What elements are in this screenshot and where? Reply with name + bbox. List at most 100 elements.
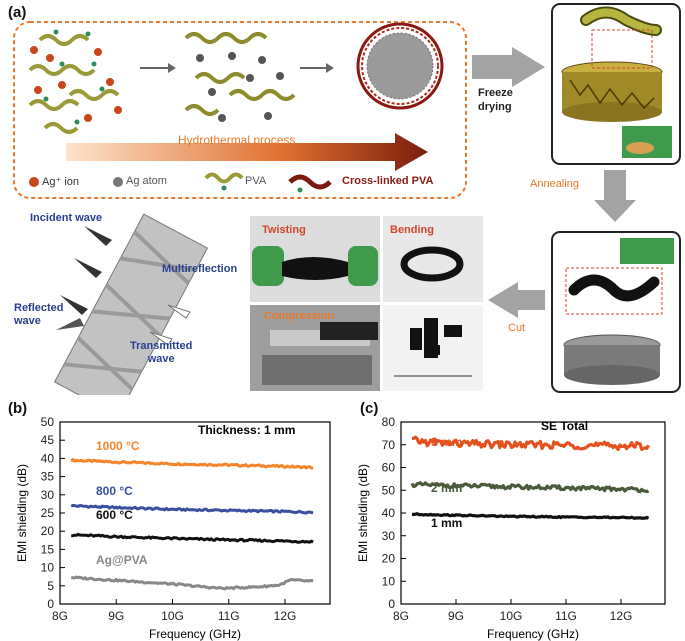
ag-ion-legend: Ag⁺ ion xyxy=(42,176,79,188)
crosslinked-particle xyxy=(356,22,444,110)
y-tick-label: 20 xyxy=(382,552,396,566)
fiber-highlight xyxy=(582,8,660,34)
pva-legend: PVA xyxy=(245,175,267,187)
ag-atom-dots xyxy=(196,52,284,122)
bending-label: Bending xyxy=(390,224,434,236)
wave-schematic xyxy=(53,213,209,395)
glove-photo-2 xyxy=(620,238,674,264)
series-label: 600 °C xyxy=(96,508,133,522)
chart-b-xlabel: Frequency (GHz) xyxy=(149,627,241,641)
schematic-panel-a xyxy=(13,3,681,395)
annealing-arrow xyxy=(594,170,636,222)
reflected-wave-label: Reflected wave xyxy=(14,302,64,327)
y-tick-label: 80 xyxy=(382,415,396,429)
multireflection-label: Multireflection xyxy=(162,263,238,275)
x-tick-label: 8G xyxy=(52,609,68,623)
series-line-1-mm xyxy=(411,512,650,520)
y-tick-label: 20 xyxy=(41,524,55,538)
y-tick-label: 40 xyxy=(41,451,55,465)
y-tick-label: 10 xyxy=(382,574,396,588)
annealing-label: Annealing xyxy=(530,178,579,190)
zoom-box-top xyxy=(591,29,653,69)
x-tick-label: 9G xyxy=(448,609,464,623)
series-label: Ag@PVA xyxy=(96,553,148,567)
y-tick-label: 70 xyxy=(382,438,396,452)
series-label: 3 mm xyxy=(431,435,462,449)
mechanical-photos xyxy=(250,216,483,391)
oh-groups xyxy=(43,29,105,125)
ag-ion-dots xyxy=(30,46,122,122)
aerogel-texture xyxy=(569,79,655,110)
twisting-label: Twisting xyxy=(262,224,306,236)
x-tick-label: 8G xyxy=(393,609,409,623)
y-tick-label: 15 xyxy=(41,542,55,556)
sample-disk xyxy=(626,142,654,154)
zoom-box-bottom xyxy=(565,267,663,315)
freeze-arrow xyxy=(472,47,545,87)
crosslinked-legend-oh xyxy=(297,187,303,193)
x-tick-label: 11G xyxy=(218,609,240,623)
ag-atom-legend-dot xyxy=(113,177,123,187)
series-line-600-c xyxy=(71,532,314,544)
process-arrow xyxy=(66,133,428,171)
ag-ion-legend-dot xyxy=(29,177,39,187)
cut-arrow xyxy=(488,282,545,318)
y-tick-label: 10 xyxy=(41,561,55,575)
compression-label: Compression xyxy=(264,310,335,322)
series-line-800-c xyxy=(70,503,314,515)
process-box xyxy=(13,21,467,199)
x-tick-label: 9G xyxy=(108,609,124,623)
ag-atom-legend: Ag atom xyxy=(126,175,167,187)
y-tick-label: 5 xyxy=(47,579,54,593)
panel-a-label: (a) xyxy=(8,4,27,21)
series-line-1000-c xyxy=(70,458,314,470)
transmitted-wave-label: Transmitted wave xyxy=(130,340,193,365)
y-tick-label: 0 xyxy=(388,597,395,611)
chart-b-ylabel: EMI shielding (dB) xyxy=(15,464,29,562)
series-line-ag-pva xyxy=(71,575,314,591)
freeze-drying-label: Freeze drying xyxy=(478,87,513,113)
series-line-2-mm xyxy=(410,481,650,494)
pva-legend-oh xyxy=(221,185,227,191)
y-tick-label: 0 xyxy=(47,597,54,611)
series-label: 2 mm xyxy=(431,481,462,495)
y-tick-label: 30 xyxy=(382,529,396,543)
arrow-1-head xyxy=(168,63,176,73)
stage2-pva-ag-atoms xyxy=(184,32,296,116)
x-tick-label: 12G xyxy=(610,609,633,623)
chart-c-ylabel: EMI shielding (dB) xyxy=(356,464,370,562)
pva-legend-symbol xyxy=(204,172,244,184)
cut-label: Cut xyxy=(508,322,526,334)
carbon-fiber xyxy=(568,274,660,302)
x-tick-label: 10G xyxy=(161,609,184,623)
carbon-bottom xyxy=(564,365,660,385)
crosslinked-legend-symbol xyxy=(288,174,332,190)
y-tick-label: 25 xyxy=(41,506,55,520)
y-tick-label: 50 xyxy=(41,415,55,429)
process-title: Hydrothermal process xyxy=(178,133,296,147)
aerogel-bottom xyxy=(562,102,662,122)
x-tick-label: 12G xyxy=(274,609,297,623)
y-tick-label: 35 xyxy=(41,470,55,484)
series-label: 1 mm xyxy=(431,516,462,530)
x-tick-label: 10G xyxy=(500,609,523,623)
series-line-3-mm xyxy=(411,435,650,452)
chart-c-annotation: SE Total xyxy=(541,419,588,433)
series-label: 1000 °C xyxy=(96,439,140,453)
crosslinked-legend: Cross-linked PVA xyxy=(342,175,434,187)
x-tick-label: 11G xyxy=(555,609,577,623)
chart-c-xlabel: Frequency (GHz) xyxy=(487,627,579,641)
glove-photo xyxy=(622,126,672,158)
y-tick-label: 60 xyxy=(382,461,396,475)
series-label: 800 °C xyxy=(96,484,133,498)
chart-b-annotation: Thickness: 1 mm xyxy=(198,423,295,437)
y-tick-label: 40 xyxy=(382,506,396,520)
y-tick-label: 45 xyxy=(41,433,55,447)
y-tick-label: 50 xyxy=(382,483,396,497)
incident-wave-label: Incident wave xyxy=(30,212,103,224)
panel-c-label: (c) xyxy=(360,400,379,417)
arrow-2-head xyxy=(326,63,334,73)
chart-c: 0 10 20 30 40 50 60 70 80 8G 9G 10G 11G 12G 3 mm 2 mm 1… xyxy=(356,415,666,641)
stage1-pva-ag-ions xyxy=(28,34,120,134)
